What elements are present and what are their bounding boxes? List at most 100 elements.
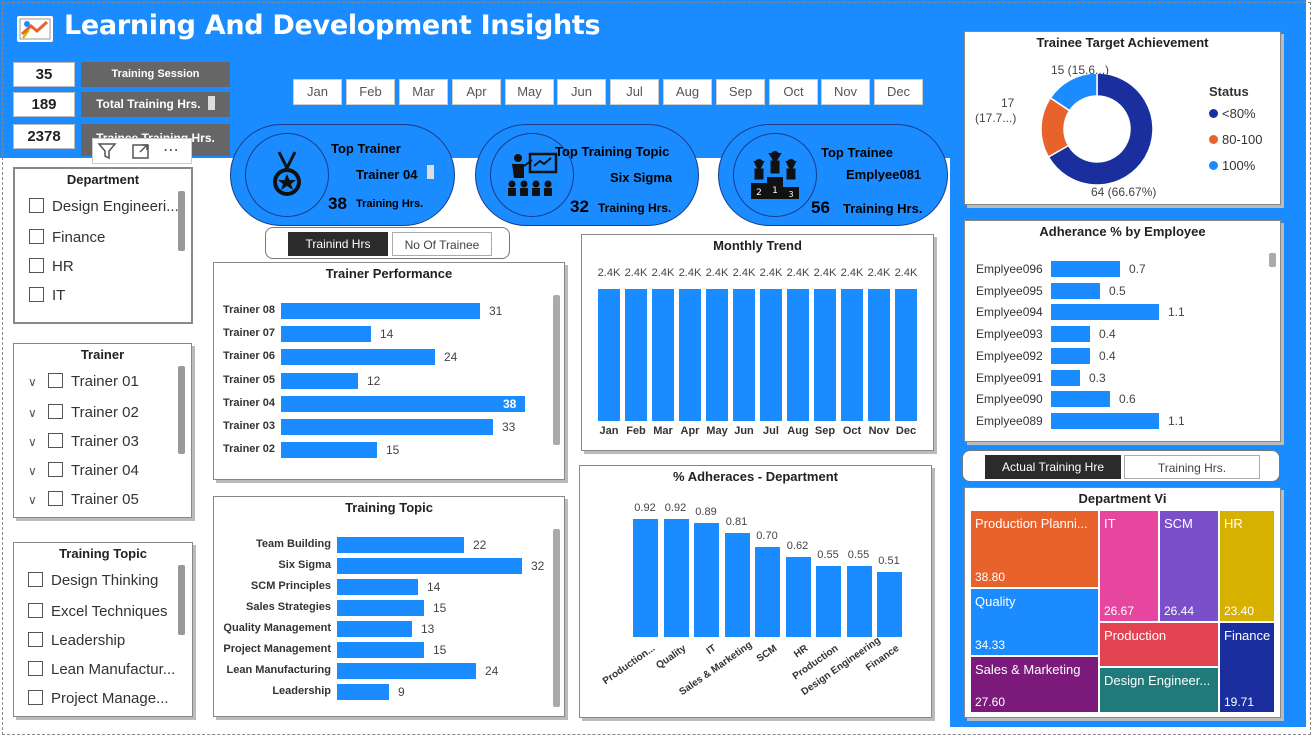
- chart-scrollbar[interactable]: [1269, 253, 1276, 267]
- bar-value: 2.4K: [867, 267, 891, 279]
- department-scrollbar[interactable]: [178, 191, 185, 251]
- trainer-item[interactable]: ∨ Trainer 01: [28, 373, 139, 390]
- trainer-item[interactable]: ∨Trainer 02: [28, 404, 139, 421]
- checkbox[interactable]: [48, 404, 63, 419]
- chevron-down-icon[interactable]: ∨: [28, 493, 37, 507]
- axis-label: Jun: [734, 425, 754, 437]
- department-item[interactable]: Design Engineeri...: [29, 198, 179, 215]
- bar-value: 12: [367, 373, 381, 388]
- topic-item[interactable]: Design Thinking: [28, 572, 158, 589]
- bar-value: 2.4K: [651, 267, 675, 279]
- bar-value: 31: [489, 304, 503, 318]
- actual-training-toggle-button[interactable]: Actual Training Hre: [985, 455, 1121, 479]
- chart-title: Training Topic: [345, 500, 433, 515]
- checkbox[interactable]: [29, 258, 44, 273]
- topic-item[interactable]: Excel Techniques: [28, 603, 167, 620]
- bar: [1051, 369, 1080, 386]
- bar-label: Emplyee095: [976, 283, 1043, 298]
- topic-item[interactable]: Lean Manufactur...: [28, 661, 175, 678]
- checkbox[interactable]: [28, 690, 43, 705]
- month-apr[interactable]: Apr: [452, 79, 501, 105]
- topic-item[interactable]: Leadership: [28, 632, 125, 649]
- bar-label: Six Sigma: [278, 559, 331, 571]
- trainer-scrollbar[interactable]: [178, 366, 185, 454]
- department-item[interactable]: IT: [29, 287, 65, 304]
- checkbox[interactable]: [28, 661, 43, 676]
- bar: [281, 326, 371, 343]
- top-topic-title: Top Training Topic: [555, 144, 670, 159]
- filter-icon[interactable]: [97, 142, 117, 164]
- top-topic-unit: Training Hrs.: [598, 201, 672, 215]
- bar: [598, 289, 620, 421]
- chevron-down-icon[interactable]: ∨: [28, 464, 37, 478]
- training-hours-toggle-button[interactable]: Training Hrs.: [1124, 455, 1260, 479]
- month-oct[interactable]: Oct: [769, 79, 818, 105]
- month-dec[interactable]: Dec: [874, 79, 923, 105]
- checkbox[interactable]: [29, 229, 44, 244]
- checkbox[interactable]: [48, 433, 63, 448]
- month-feb[interactable]: Feb: [346, 79, 395, 105]
- month-jul[interactable]: Jul: [610, 79, 659, 105]
- checkbox[interactable]: [48, 462, 63, 477]
- month-may[interactable]: May: [505, 79, 554, 105]
- axis-label: Mar: [653, 425, 673, 437]
- bar: [816, 566, 841, 637]
- bar-value: 14: [380, 327, 394, 342]
- checkbox[interactable]: [29, 198, 44, 213]
- topic-scrollbar[interactable]: [178, 565, 185, 635]
- topic-item[interactable]: Project Manage...: [28, 690, 169, 707]
- month-jan[interactable]: Jan: [293, 79, 342, 105]
- chart-scrollbar[interactable]: [553, 529, 560, 707]
- legend-item-80-100: 80-100: [1209, 132, 1262, 147]
- bar-value: 0.6: [1119, 392, 1136, 407]
- trainer-item[interactable]: ∨Trainer 04: [28, 462, 139, 479]
- treemap-cell[interactable]: Production Planni...38.80: [970, 510, 1099, 588]
- trainer-item[interactable]: ∨Trainer 05: [28, 491, 139, 508]
- training-hours-toggle-button[interactable]: Trainind Hrs: [288, 232, 388, 256]
- chart-scrollbar[interactable]: [553, 295, 560, 445]
- donut-label-80-100-pct: (17.7...): [975, 111, 1017, 125]
- bar-label: Project Management: [223, 643, 331, 655]
- more-options-icon[interactable]: ⋯: [163, 140, 180, 159]
- treemap-cell[interactable]: Production: [1099, 622, 1219, 667]
- chevron-down-icon[interactable]: ∨: [28, 375, 37, 389]
- department-item[interactable]: Finance: [29, 229, 105, 246]
- checkbox[interactable]: [29, 287, 44, 302]
- month-aug[interactable]: Aug: [663, 79, 712, 105]
- checkbox[interactable]: [28, 572, 43, 587]
- no-of-trainee-toggle-button[interactable]: No Of Trainee: [392, 232, 492, 256]
- axis-label: Apr: [680, 425, 700, 437]
- bar-value: 2.4K: [597, 267, 621, 279]
- chevron-down-icon[interactable]: ∨: [28, 435, 37, 449]
- bar: [337, 621, 412, 637]
- trainer-item-label: Trainer 01: [71, 373, 139, 390]
- month-sep[interactable]: Sep: [716, 79, 765, 105]
- month-mar[interactable]: Mar: [399, 79, 448, 105]
- bar: [877, 572, 902, 637]
- donut-slice[interactable]: [1049, 72, 1098, 112]
- donut-slice[interactable]: [1047, 72, 1154, 186]
- bar-label: Emplyee094: [976, 305, 1043, 320]
- top-trainee-title: Top Trainee: [821, 145, 893, 160]
- department-item[interactable]: HR: [29, 258, 74, 275]
- treemap-cell[interactable]: Design Engineer...: [1099, 667, 1219, 713]
- trainer-item[interactable]: ∨Trainer 03: [28, 433, 139, 450]
- month-nov[interactable]: Nov: [821, 79, 870, 105]
- focus-mode-icon[interactable]: [131, 142, 151, 164]
- bar: [663, 519, 689, 637]
- checkbox[interactable]: [48, 373, 63, 388]
- donut-label-100: 15 (15.6...): [1051, 63, 1110, 77]
- month-jun[interactable]: Jun: [557, 79, 606, 105]
- checkbox[interactable]: [48, 491, 63, 506]
- chevron-down-icon[interactable]: ∨: [28, 406, 37, 420]
- checkbox[interactable]: [28, 632, 43, 647]
- checkbox[interactable]: [28, 603, 43, 618]
- bar-value: 38: [503, 396, 517, 411]
